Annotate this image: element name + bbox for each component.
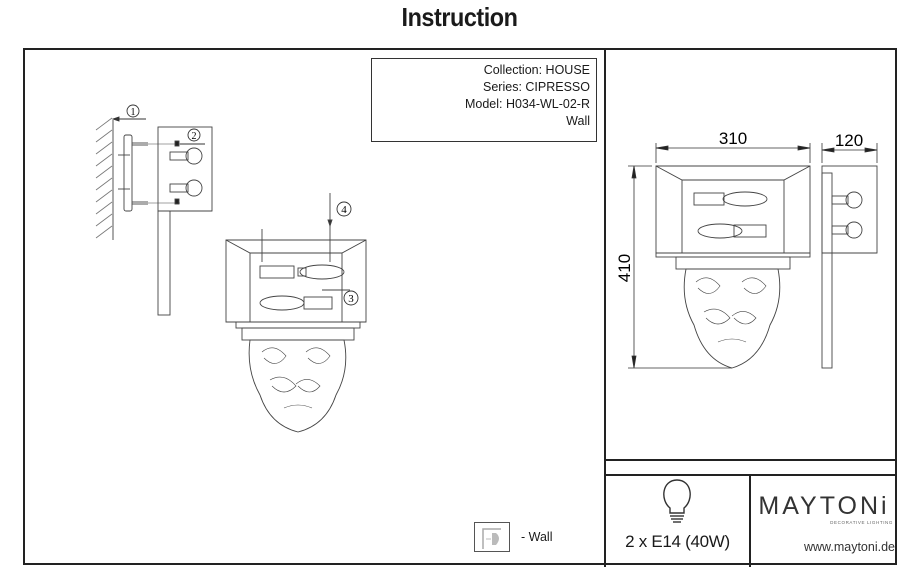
lamp-side-body bbox=[157, 126, 213, 316]
brand-logo: MAYTONi bbox=[758, 492, 890, 520]
height-dimension: 410 bbox=[615, 254, 634, 282]
product-info-box: Collection: HOUSE Series: CIPRESSO Model… bbox=[371, 58, 597, 142]
model-label: Model: H034-WL-02-R bbox=[464, 97, 590, 111]
frame-divider bbox=[604, 48, 606, 567]
depth-dimension: 120 bbox=[835, 131, 863, 150]
brand-url[interactable]: www.maytoni.de bbox=[803, 540, 895, 554]
series-label: Series: CIPRESSO bbox=[483, 80, 590, 94]
brand-tagline: DECORATIVE LIGHTING bbox=[830, 520, 893, 525]
dimension-drawing-side bbox=[821, 165, 878, 369]
step-1-marker bbox=[111, 104, 146, 122]
step-2-label: 2 bbox=[192, 131, 197, 142]
step-2-marker bbox=[180, 128, 205, 145]
step-3-label: 3 bbox=[348, 293, 354, 305]
footer-divider bbox=[749, 474, 751, 567]
wall-mount-label: - Wall bbox=[521, 530, 553, 544]
instruction-frame bbox=[23, 48, 897, 565]
front-assembly-view bbox=[225, 193, 367, 433]
step-3-marker bbox=[343, 290, 359, 306]
step-4-label: 4 bbox=[341, 204, 347, 216]
type-label: Wall bbox=[566, 114, 590, 128]
wall-mount-icon bbox=[474, 522, 510, 552]
table-line-top bbox=[604, 459, 897, 461]
step-1-label: 1 bbox=[131, 107, 136, 118]
dimension-lines bbox=[628, 143, 878, 369]
light-bulb-icon bbox=[663, 479, 691, 523]
dimension-drawing-front bbox=[655, 165, 811, 369]
wall-hatch bbox=[95, 117, 114, 240]
width-dimension: 310 bbox=[719, 129, 747, 148]
collection-label: Collection: HOUSE bbox=[483, 63, 590, 77]
page-title: Instruction bbox=[401, 2, 518, 32]
step-4-marker bbox=[336, 201, 352, 217]
mounting-bracket bbox=[118, 134, 180, 212]
lamp-spec: 2 x E14 (40W) bbox=[625, 532, 730, 551]
